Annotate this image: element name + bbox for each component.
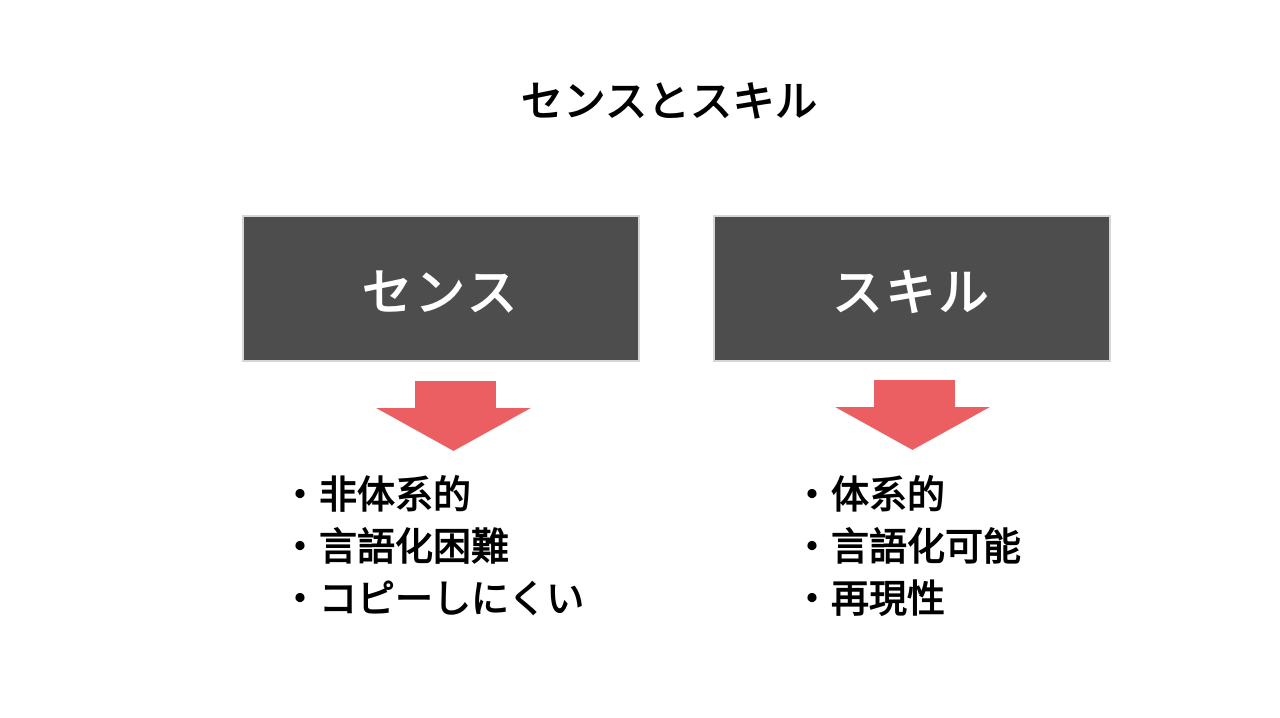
list-item: ・再現性 — [793, 579, 946, 621]
list-item: ・言語化可能 — [793, 527, 1022, 569]
list-item: ・体系的 — [793, 475, 946, 517]
skill-heading-box: スキル — [713, 215, 1111, 362]
down-arrow-icon — [835, 380, 990, 450]
list-item: ・言語化困難 — [281, 527, 510, 569]
skill-bullet-list: ・体系的 ・言語化可能 ・再現性 — [793, 470, 1021, 626]
down-arrow-shape — [376, 381, 531, 451]
sense-heading-box: センス — [242, 215, 640, 362]
skill-heading-label: スキル — [832, 264, 992, 321]
sense-heading-label: センス — [362, 264, 520, 321]
down-arrow-icon — [376, 381, 531, 451]
list-item: ・コピーしにくい — [281, 579, 585, 621]
down-arrow-shape — [835, 380, 990, 450]
sense-bullet-list: ・非体系的 ・言語化困難 ・コピーしにくい — [281, 470, 584, 626]
list-item: ・非体系的 — [281, 475, 472, 517]
page-title: センスとスキル — [521, 78, 818, 125]
